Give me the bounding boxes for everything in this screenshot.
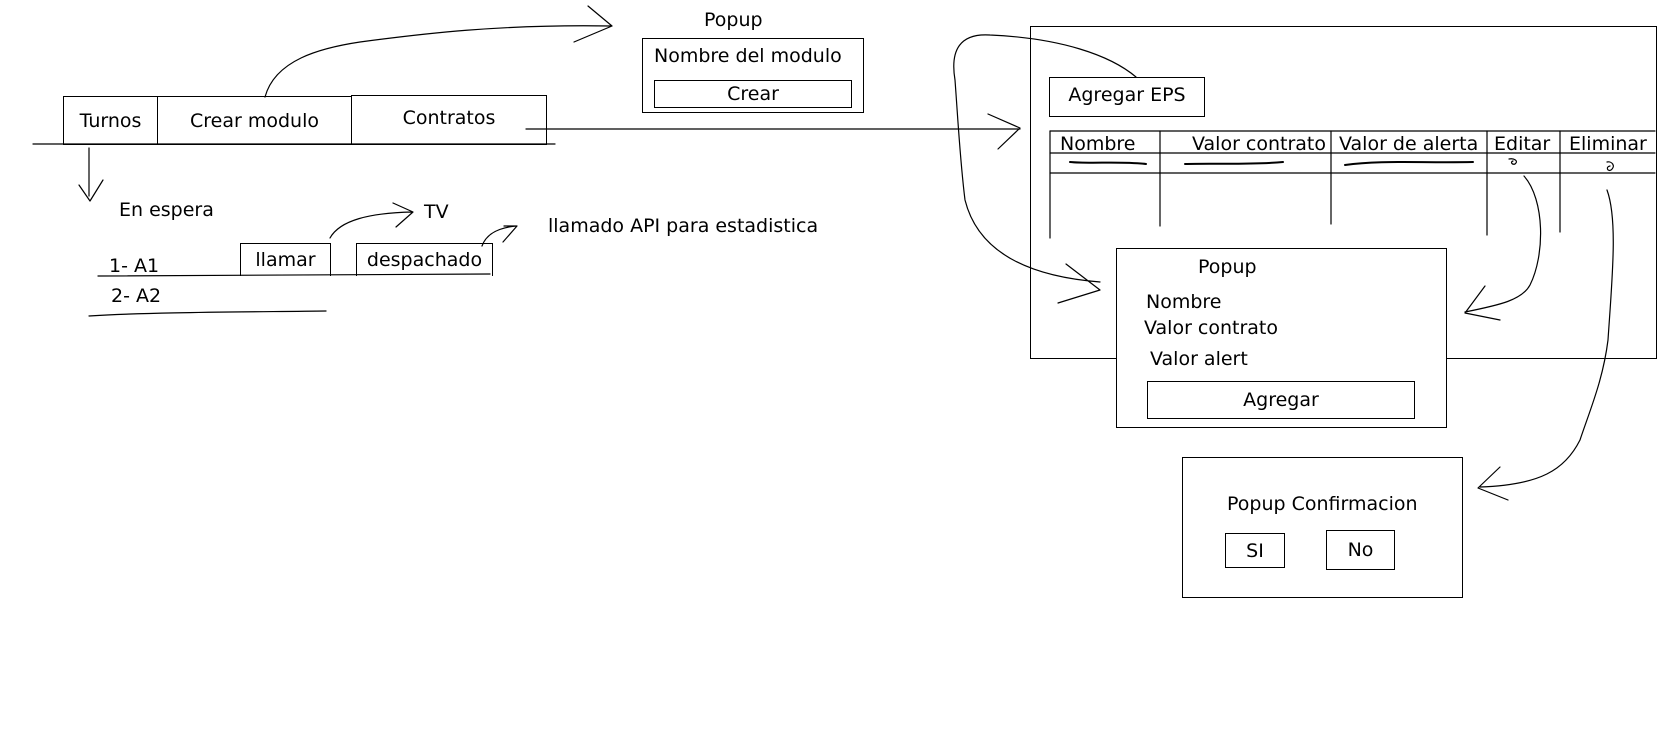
crear-button[interactable]: Crear bbox=[654, 80, 852, 108]
tab-turnos[interactable]: Turnos bbox=[63, 96, 158, 145]
field-valor-contrato-label: Valor contrato bbox=[1144, 317, 1279, 339]
header-valor-alerta: Valor de alerta bbox=[1339, 133, 1479, 155]
arrow-agregar-eps-to-popup bbox=[953, 34, 1137, 304]
llamar-button-label: llamar bbox=[255, 249, 316, 271]
confirm-popup-title: Popup Confirmacion bbox=[1227, 493, 1418, 515]
arrow-crear-to-popup bbox=[264, 5, 613, 98]
tab-contratos-label: Contratos bbox=[402, 107, 496, 129]
tab-turnos-label: Turnos bbox=[79, 109, 142, 132]
header-eliminar: Eliminar bbox=[1569, 133, 1647, 155]
agregar-popup: Popup Nombre Valor contrato Valor alert … bbox=[1116, 248, 1447, 428]
crear-popup: Nombre del modulo Crear bbox=[642, 38, 864, 113]
cell-scribble-nombre bbox=[1069, 161, 1147, 165]
confirm-yes-button[interactable]: SI bbox=[1225, 533, 1285, 568]
header-nombre: Nombre bbox=[1060, 133, 1136, 155]
tab-contratos[interactable]: Contratos bbox=[351, 95, 547, 145]
api-note: llamado API para estadistica bbox=[548, 215, 819, 237]
confirm-yes-label: SI bbox=[1246, 539, 1264, 562]
agregar-popup-title: Popup bbox=[1198, 256, 1257, 278]
tab-crear-modulo[interactable]: Crear modulo bbox=[157, 96, 352, 145]
confirm-no-button[interactable]: No bbox=[1326, 530, 1395, 570]
crear-popup-title: Popup bbox=[704, 9, 763, 31]
queue-item-2: 2- A2 bbox=[111, 285, 162, 307]
agregar-eps-button-label: Agregar EPS bbox=[1068, 84, 1186, 106]
cell-scribble-valor-alerta bbox=[1344, 161, 1474, 166]
status-title: En espera bbox=[119, 199, 214, 221]
field-valor-alert-label: Valor alert bbox=[1150, 348, 1248, 370]
delete-icon bbox=[1606, 161, 1614, 172]
confirm-popup: Popup Confirmacion SI No bbox=[1182, 457, 1463, 598]
agregar-button[interactable]: Agregar bbox=[1147, 381, 1415, 419]
arrow-editar-to-popup bbox=[1464, 175, 1542, 321]
agregar-eps-button[interactable]: Agregar EPS bbox=[1049, 77, 1205, 117]
agregar-button-label: Agregar bbox=[1243, 389, 1319, 411]
queue-item-1: 1- A1 bbox=[109, 255, 160, 277]
arrow-turnos-down bbox=[78, 147, 104, 202]
crear-popup-field-label: Nombre del modulo bbox=[654, 45, 842, 67]
despachado-button-label: despachado bbox=[366, 249, 483, 271]
header-editar: Editar bbox=[1494, 133, 1551, 155]
row-underline-1 bbox=[97, 273, 491, 277]
confirm-no-label: No bbox=[1347, 539, 1374, 561]
llamar-button[interactable]: llamar bbox=[240, 243, 331, 276]
tv-label: TV bbox=[424, 201, 449, 223]
row-underline-2 bbox=[88, 310, 327, 317]
edit-icon bbox=[1508, 158, 1518, 165]
cell-scribble-valor-contrato bbox=[1184, 161, 1284, 165]
tab-crear-modulo-label: Crear modulo bbox=[190, 109, 319, 132]
despachado-button[interactable]: despachado bbox=[356, 243, 493, 276]
header-valor-contrato: Valor contrato bbox=[1192, 133, 1327, 155]
arrow-contratos-to-panel bbox=[525, 113, 1021, 150]
crear-button-label: Crear bbox=[727, 83, 779, 105]
arrow-llamar-to-tv bbox=[329, 202, 414, 239]
arrow-eliminar-to-confirm bbox=[1477, 189, 1614, 501]
field-nombre-label: Nombre bbox=[1146, 291, 1222, 313]
